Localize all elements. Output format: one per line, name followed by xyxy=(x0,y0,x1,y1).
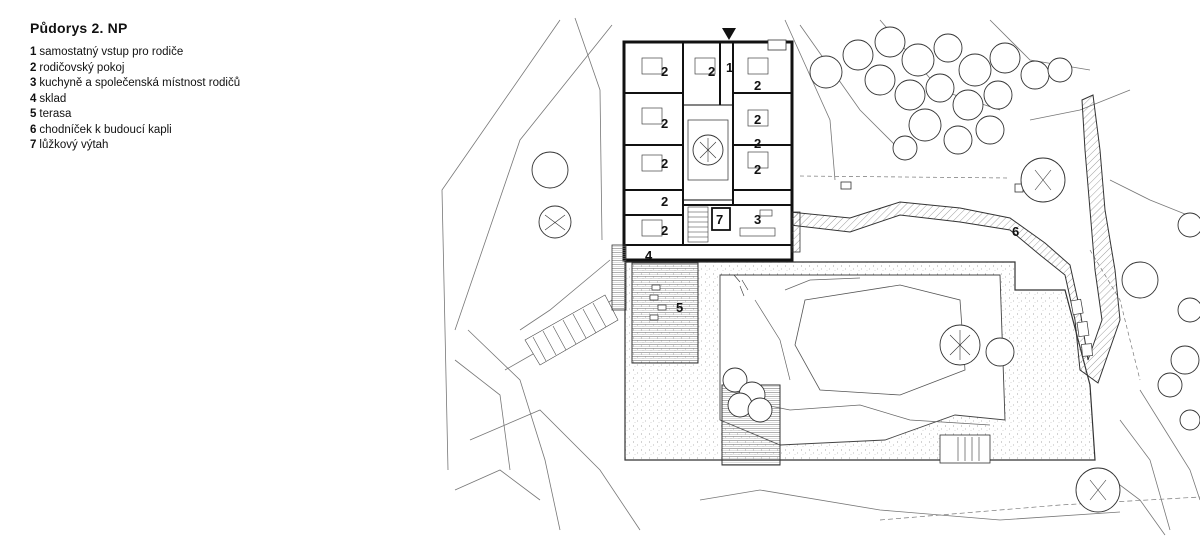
label-path: 6 xyxy=(1012,224,1019,239)
label-terrace: 5 xyxy=(676,300,683,315)
label-room: 2 xyxy=(708,64,715,79)
label-storage: 4 xyxy=(645,248,653,263)
entrance-arrow-icon xyxy=(722,28,736,40)
label-elevator: 7 xyxy=(716,212,723,227)
path-stepping-stones xyxy=(1070,298,1093,357)
label-room: 2 xyxy=(754,112,761,127)
trees xyxy=(531,26,1200,513)
label-room: 2 xyxy=(661,194,668,209)
label-room: 2 xyxy=(661,116,668,131)
label-kitchen: 3 xyxy=(754,212,761,227)
site-context-lines xyxy=(441,17,1200,536)
label-room: 2 xyxy=(754,162,761,177)
label-room: 2 xyxy=(661,223,668,238)
label-room: 2 xyxy=(754,78,761,93)
garden-steps xyxy=(524,294,619,366)
label-room: 2 xyxy=(661,64,668,79)
label-room: 2 xyxy=(661,156,668,171)
terrace-deck xyxy=(631,262,699,364)
plan-title: Půdorys 2. NP xyxy=(30,20,128,36)
label-room: 2 xyxy=(754,136,761,151)
label-entrance: 1 xyxy=(726,60,733,75)
terrace-furniture xyxy=(649,284,667,321)
